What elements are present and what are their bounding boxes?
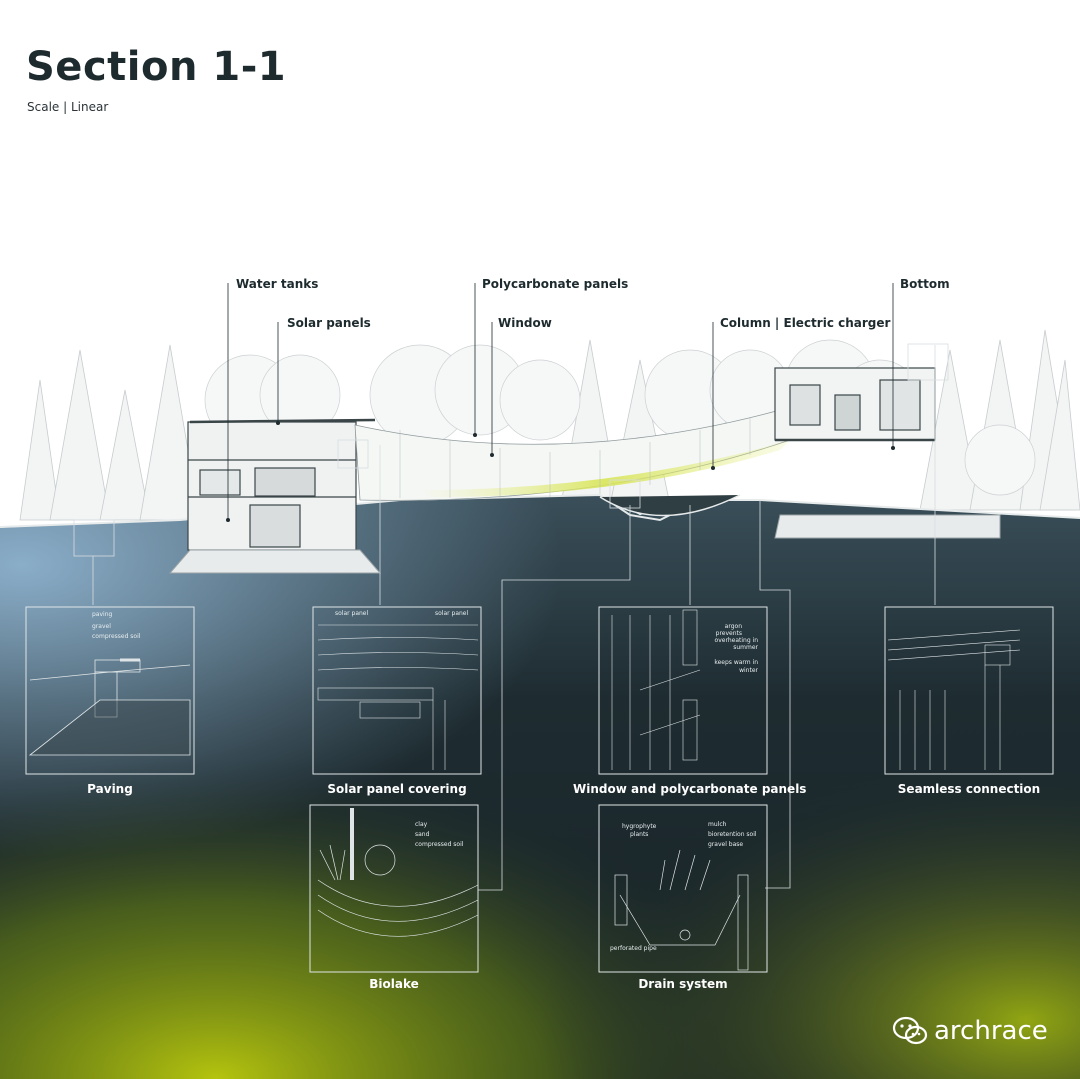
note-prevents: prevents bbox=[716, 630, 742, 637]
note-solar-panel-2: solar panel bbox=[435, 610, 468, 617]
note-sand: sand bbox=[415, 831, 430, 838]
wechat-icon bbox=[892, 1016, 928, 1045]
note-solar-panel-1: solar panel bbox=[335, 610, 368, 617]
callout-water-tanks: Water tanks bbox=[236, 277, 319, 291]
callout-column-charger: Column | Electric charger bbox=[720, 316, 891, 330]
callout-window: Window bbox=[498, 316, 552, 330]
note-clay: clay bbox=[415, 821, 428, 828]
note-perforated-pipe: perforated pipe bbox=[610, 945, 657, 952]
note-keeps-warm: keeps warm in bbox=[714, 659, 758, 666]
caption-drain-system: Drain system bbox=[638, 977, 728, 991]
note-mulch: mulch bbox=[708, 821, 727, 828]
note-overheating: overheating in bbox=[715, 637, 759, 644]
caption-solar-panel-covering: Solar panel covering bbox=[327, 782, 467, 796]
note-bioretention-soil: bioretention soil bbox=[708, 831, 757, 838]
note-gravel: gravel bbox=[92, 623, 111, 630]
note-winter: winter bbox=[739, 667, 758, 674]
caption-seamless-connection: Seamless connection bbox=[897, 782, 1041, 796]
note-compressed-soil-2: compressed soil bbox=[415, 841, 464, 848]
caption-window-polycarbonate: Window and polycarbonate panels bbox=[573, 782, 807, 796]
brand-name: archrace bbox=[934, 1016, 1048, 1046]
page-subtitle: Scale | Linear bbox=[27, 100, 109, 114]
caption-biolake: Biolake bbox=[369, 977, 419, 991]
callout-polycarbonate-panels: Polycarbonate panels bbox=[482, 277, 629, 291]
note-hygrophyte: hygrophyte bbox=[622, 823, 657, 830]
note-summer: summer bbox=[733, 644, 758, 651]
callout-solar-panels: Solar panels bbox=[287, 316, 371, 330]
note-plants: plants bbox=[630, 831, 648, 838]
note-compressed-soil: compressed soil bbox=[92, 633, 141, 640]
page-title: Section 1-1 bbox=[26, 44, 287, 90]
note-gravel-base: gravel base bbox=[708, 841, 743, 848]
brand-watermark: archrace bbox=[892, 1016, 1048, 1046]
caption-paving: Paving bbox=[87, 782, 133, 796]
callout-bottom: Bottom bbox=[900, 277, 950, 291]
note-paving: paving bbox=[92, 611, 113, 618]
note-argon: argon bbox=[725, 623, 743, 630]
